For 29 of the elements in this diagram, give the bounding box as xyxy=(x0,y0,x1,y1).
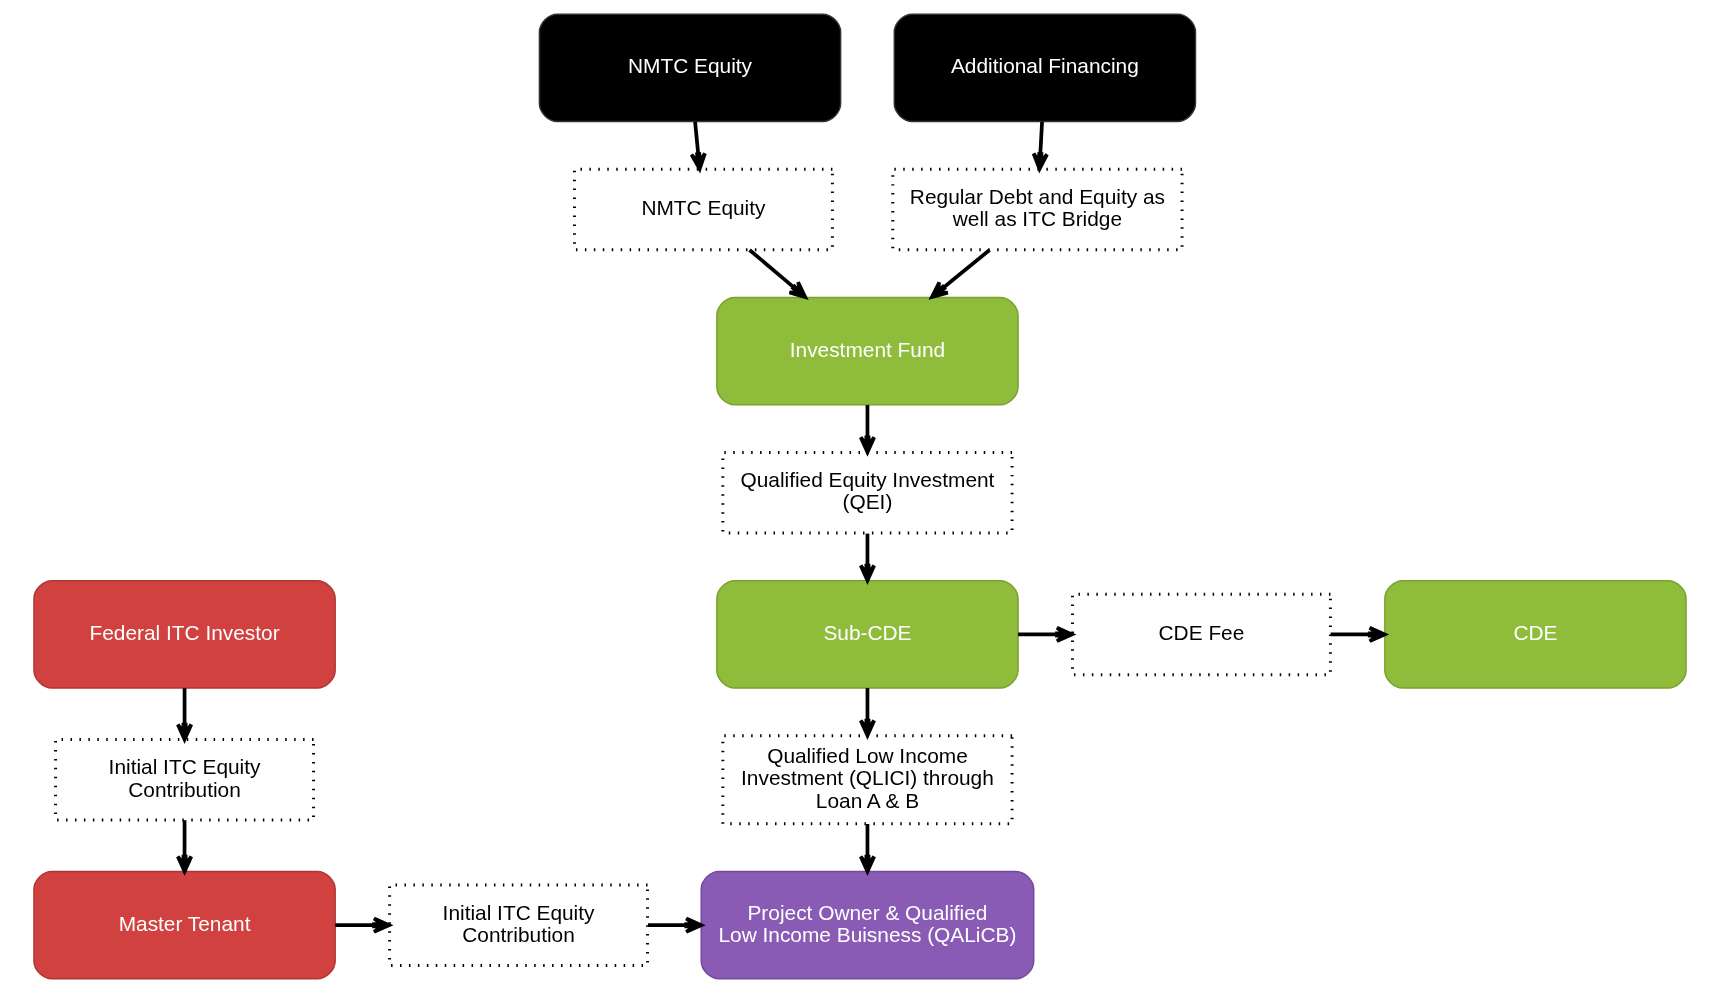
node-box: Additional Financing xyxy=(893,13,1196,123)
arrow xyxy=(858,824,876,874)
arrow xyxy=(858,688,876,738)
arrow xyxy=(175,688,193,742)
arrow xyxy=(747,248,807,299)
node-box: Master Tenant xyxy=(32,870,336,980)
arrow xyxy=(929,248,991,299)
arrow xyxy=(858,533,876,583)
node-box: CDE Fee xyxy=(1070,592,1332,677)
arrow xyxy=(1330,625,1386,643)
node-box: Federal ITC Investor xyxy=(32,580,336,689)
node-box: Sub-CDE xyxy=(715,580,1019,689)
arrow xyxy=(1031,121,1049,171)
arrow xyxy=(175,820,193,874)
node-box: NMTC Equity xyxy=(538,13,841,123)
arrow xyxy=(1017,625,1074,643)
node-box: Qualified Low Income Investment (QLICI) through Loan A & B xyxy=(720,734,1014,826)
node-box: Investment Fund xyxy=(715,296,1019,406)
arrow xyxy=(647,916,703,934)
node-box: Regular Debt and Equity as well as ITC Bridge xyxy=(890,167,1184,252)
node-box: Initial ITC Equity Contribution xyxy=(387,883,649,967)
arrow xyxy=(858,405,876,455)
node-box: Initial ITC Equity Contribution xyxy=(53,738,315,822)
arrow xyxy=(689,121,707,171)
node-box: NMTC Equity xyxy=(572,167,834,252)
node-box: CDE xyxy=(1383,580,1687,689)
arrow xyxy=(334,916,391,934)
node-box: Qualified Equity Investment (QEI) xyxy=(720,451,1014,535)
node-box: Project Owner & Qualified Low Income Buisness (QALiCB) xyxy=(699,870,1034,980)
